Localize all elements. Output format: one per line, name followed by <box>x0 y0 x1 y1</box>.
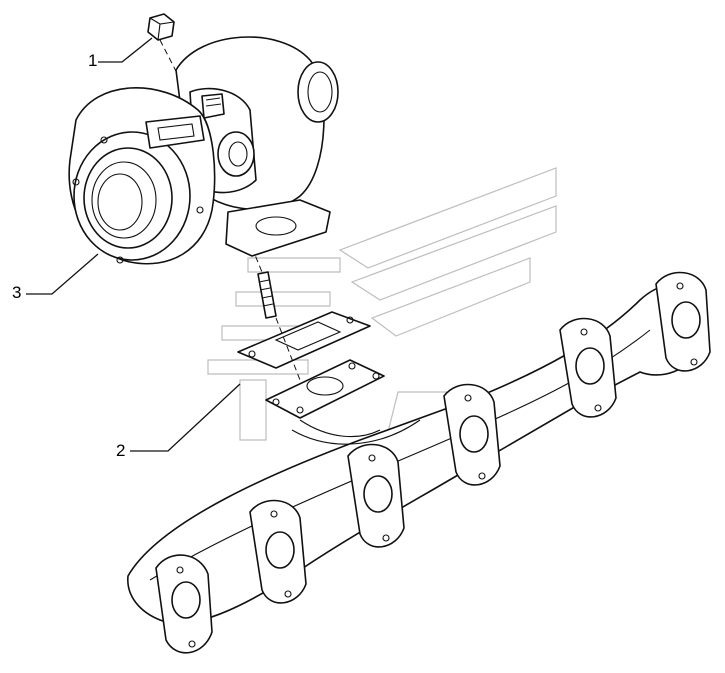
callout-turbocharger-label: 3 <box>12 283 21 302</box>
manifold-flange-4 <box>443 383 501 486</box>
manifold-flange-1 <box>155 554 213 654</box>
gasket <box>237 311 371 369</box>
nut <box>147 13 175 41</box>
turbocharger <box>68 36 339 265</box>
callout-nut-label: 1 <box>88 51 97 70</box>
callout-labels: 1 2 3 <box>12 37 241 460</box>
stud-bolt <box>257 271 277 319</box>
callout-turbocharger: 3 <box>12 253 99 302</box>
manifold-turbo-flange <box>265 359 385 419</box>
manifold-flange-3 <box>347 443 405 548</box>
callout-nut: 1 <box>88 37 153 70</box>
callout-gasket: 2 <box>116 383 241 460</box>
manifold-flange-6 <box>655 271 711 372</box>
manifold-flange-5 <box>559 317 617 418</box>
exhaust-manifold <box>127 271 711 654</box>
manifold-flange-2 <box>249 499 307 604</box>
callout-gasket-label: 2 <box>116 441 125 460</box>
